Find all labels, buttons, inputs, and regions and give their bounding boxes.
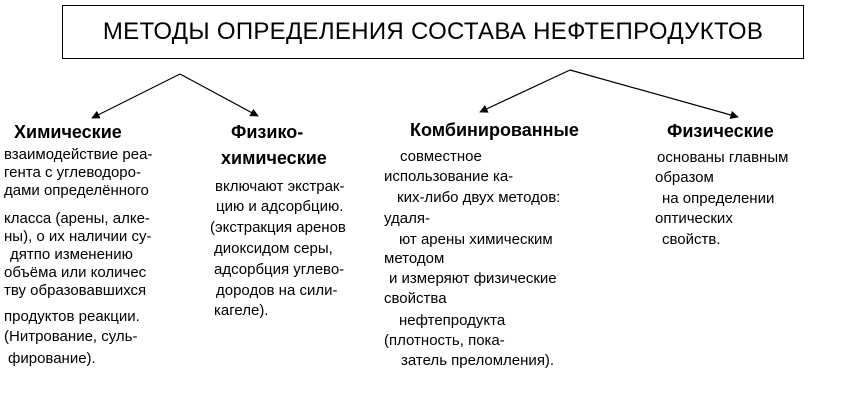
- arrow-to-combined: [479, 69, 571, 113]
- combined-line: методом: [384, 250, 445, 267]
- combined-line: ют арены химическим: [399, 231, 553, 248]
- chemical-line: класса (арены, алке-: [4, 210, 150, 227]
- chemical-heading: Химические: [14, 122, 122, 142]
- combined-line: использование ка-: [384, 168, 514, 185]
- diagram-title: МЕТОДЫ ОПРЕДЕЛЕНИЯ СОСТАВА НЕФТЕПРОДУКТО…: [62, 5, 804, 59]
- physchem-line: включают экстрак-: [215, 178, 345, 195]
- physical-heading: Физические: [667, 121, 774, 141]
- physical-line: свойств.: [662, 231, 721, 248]
- chemical-line: гента с углеводоро-: [4, 164, 141, 181]
- combined-line: свойства: [384, 290, 447, 307]
- chemical-line: дятпо изменению: [10, 246, 133, 263]
- combined-line: затель преломления).: [401, 352, 555, 369]
- combined-line: удаля-: [384, 210, 430, 227]
- combined-line: (плотность, пока-: [384, 332, 505, 349]
- combined-line: и измеряют физические: [389, 270, 557, 287]
- physchem-line: кагеле).: [214, 302, 269, 319]
- combined-line: нефтепродукта: [399, 312, 506, 329]
- physical-line: основаны главным: [657, 149, 789, 166]
- chemical-line: ны), о их наличии су-: [4, 228, 152, 245]
- arrow-to-chemical: [91, 73, 181, 119]
- chemical-line: продуктов реакции.: [4, 308, 140, 325]
- chemical-line: взаимодействие реа-: [4, 146, 153, 163]
- physical-line: оптических: [655, 210, 733, 227]
- chemical-line: (Нитрование, суль-: [4, 328, 138, 345]
- physchem-line: цию и адсорбцию.: [216, 198, 344, 215]
- physchem-line: (экстракция аренов: [210, 219, 346, 236]
- physchem-line: дородов на сили-: [216, 282, 338, 299]
- physchem-heading-2: химические: [221, 148, 327, 168]
- physchem-line: адсорбция углево-: [214, 261, 345, 278]
- physchem-line: диоксидом серы,: [214, 240, 333, 257]
- combined-line: ких-либо двух методов:: [397, 189, 561, 206]
- arrow-to-physchem: [179, 73, 259, 117]
- physical-line: на определении: [662, 190, 775, 207]
- chemical-line: объёма или количес: [4, 264, 147, 281]
- combined-heading: Комбинированные: [410, 120, 579, 140]
- chemical-line: тву образовавшихся: [4, 282, 147, 299]
- chemical-line: дами определённого: [4, 182, 149, 199]
- arrow-to-physical: [569, 69, 739, 120]
- combined-line: совместное: [400, 148, 482, 165]
- chemical-line: фирование).: [8, 350, 96, 367]
- physchem-heading-1: Физико-: [231, 122, 304, 142]
- physical-line: образом: [655, 169, 714, 186]
